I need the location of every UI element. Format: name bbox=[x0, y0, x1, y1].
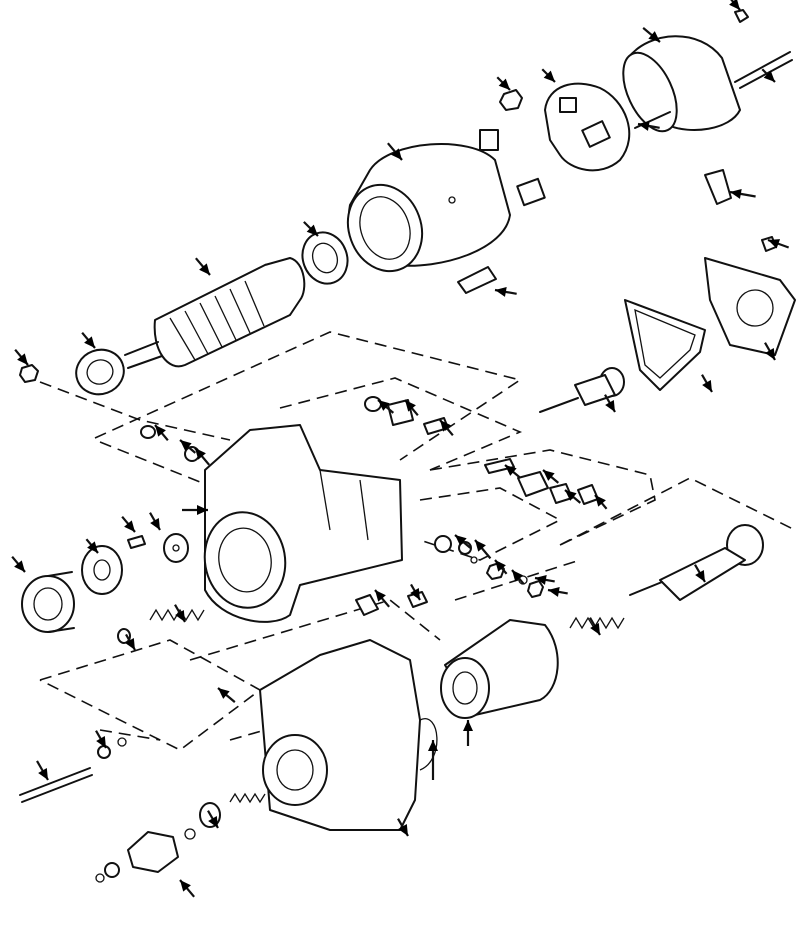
callout-arrow bbox=[539, 466, 560, 484]
bearing-icon bbox=[301, 231, 349, 285]
gasket-icon bbox=[624, 299, 706, 391]
callout-arrow bbox=[121, 515, 139, 536]
callout-arrow bbox=[85, 538, 102, 557]
drive-housing-icon bbox=[259, 639, 438, 831]
spring-icon bbox=[117, 608, 205, 644]
armature-icon bbox=[124, 257, 306, 369]
gear-housing-icon bbox=[184, 424, 403, 623]
pinion-gear-icon bbox=[21, 571, 75, 633]
callout-arrow bbox=[174, 604, 190, 625]
end-cover-icon bbox=[704, 257, 796, 356]
small-parts-icon bbox=[140, 396, 599, 616]
callout-arrow bbox=[547, 585, 568, 597]
drive-shaft-icon bbox=[629, 524, 764, 601]
callout-arrow bbox=[125, 633, 140, 653]
brush-plate-icon bbox=[544, 82, 631, 172]
nut-icon bbox=[499, 89, 523, 111]
callout-arrow bbox=[471, 536, 492, 560]
screw-icon bbox=[734, 9, 777, 252]
callout-arrow bbox=[14, 348, 32, 369]
callout-arrow bbox=[371, 586, 390, 608]
callout-arrow bbox=[541, 68, 559, 86]
callout-arrow bbox=[149, 512, 165, 533]
callout-arrow bbox=[401, 396, 419, 417]
nut-icon bbox=[19, 364, 39, 383]
callout-arrow bbox=[766, 235, 790, 249]
callout-arrow bbox=[176, 876, 195, 898]
callout-arrow bbox=[207, 810, 223, 831]
callout-arrow bbox=[561, 486, 582, 504]
callout-arrow bbox=[151, 421, 169, 442]
through-bolt-icon bbox=[19, 737, 127, 803]
callout-arrow bbox=[176, 436, 197, 454]
callout-arrow bbox=[410, 583, 425, 603]
callout-arrow bbox=[491, 556, 508, 575]
washer-icon bbox=[127, 533, 189, 563]
spring-icon bbox=[569, 616, 625, 630]
pinion-stop-icon bbox=[95, 792, 266, 883]
callout-arrow bbox=[694, 564, 710, 585]
callout-arrow bbox=[36, 760, 53, 783]
plunger-icon bbox=[539, 367, 625, 413]
callout-arrow bbox=[214, 684, 236, 703]
callout-arrow bbox=[81, 331, 99, 352]
callout-arrow bbox=[701, 374, 717, 395]
callout-arrow bbox=[508, 566, 525, 585]
callout-arrow bbox=[374, 396, 395, 414]
callout-arrow bbox=[604, 394, 620, 415]
assembly-guide-lines bbox=[39, 331, 796, 751]
callout-arrow bbox=[303, 221, 322, 240]
callout-arrow bbox=[764, 342, 780, 363]
callout-arrow bbox=[95, 730, 111, 751]
callout-arrow bbox=[11, 555, 29, 576]
callout-arrow bbox=[642, 27, 664, 46]
bearing-icon bbox=[75, 348, 125, 396]
callout-arrow bbox=[397, 818, 413, 839]
callout-arrow bbox=[494, 285, 517, 297]
callout-arrow bbox=[191, 444, 210, 466]
callout-arrow bbox=[496, 76, 514, 94]
callout-arrow bbox=[463, 720, 473, 746]
yoke-cover-icon bbox=[622, 35, 793, 133]
overrunning-clutch-icon bbox=[440, 619, 559, 719]
callout-arrow bbox=[182, 505, 208, 515]
callout-arrow bbox=[637, 119, 660, 131]
callout-arrow bbox=[451, 531, 472, 549]
callout-arrow bbox=[195, 257, 214, 279]
callout-arrow bbox=[727, 0, 744, 14]
callout-arrow bbox=[761, 68, 779, 86]
callout-arrow bbox=[387, 142, 406, 164]
callout-arrow bbox=[501, 461, 522, 479]
callout-arrow bbox=[591, 491, 608, 510]
callout-arrow bbox=[589, 617, 605, 638]
switch-terminal-icon bbox=[704, 169, 732, 205]
callout-arrow bbox=[436, 416, 454, 437]
callout-arrow bbox=[428, 740, 438, 780]
callout-arrow bbox=[534, 573, 555, 585]
callout-arrows bbox=[11, 0, 790, 898]
field-frame-yoke-icon bbox=[346, 129, 546, 294]
clutch-icon bbox=[81, 545, 123, 595]
callout-arrow bbox=[729, 187, 756, 199]
